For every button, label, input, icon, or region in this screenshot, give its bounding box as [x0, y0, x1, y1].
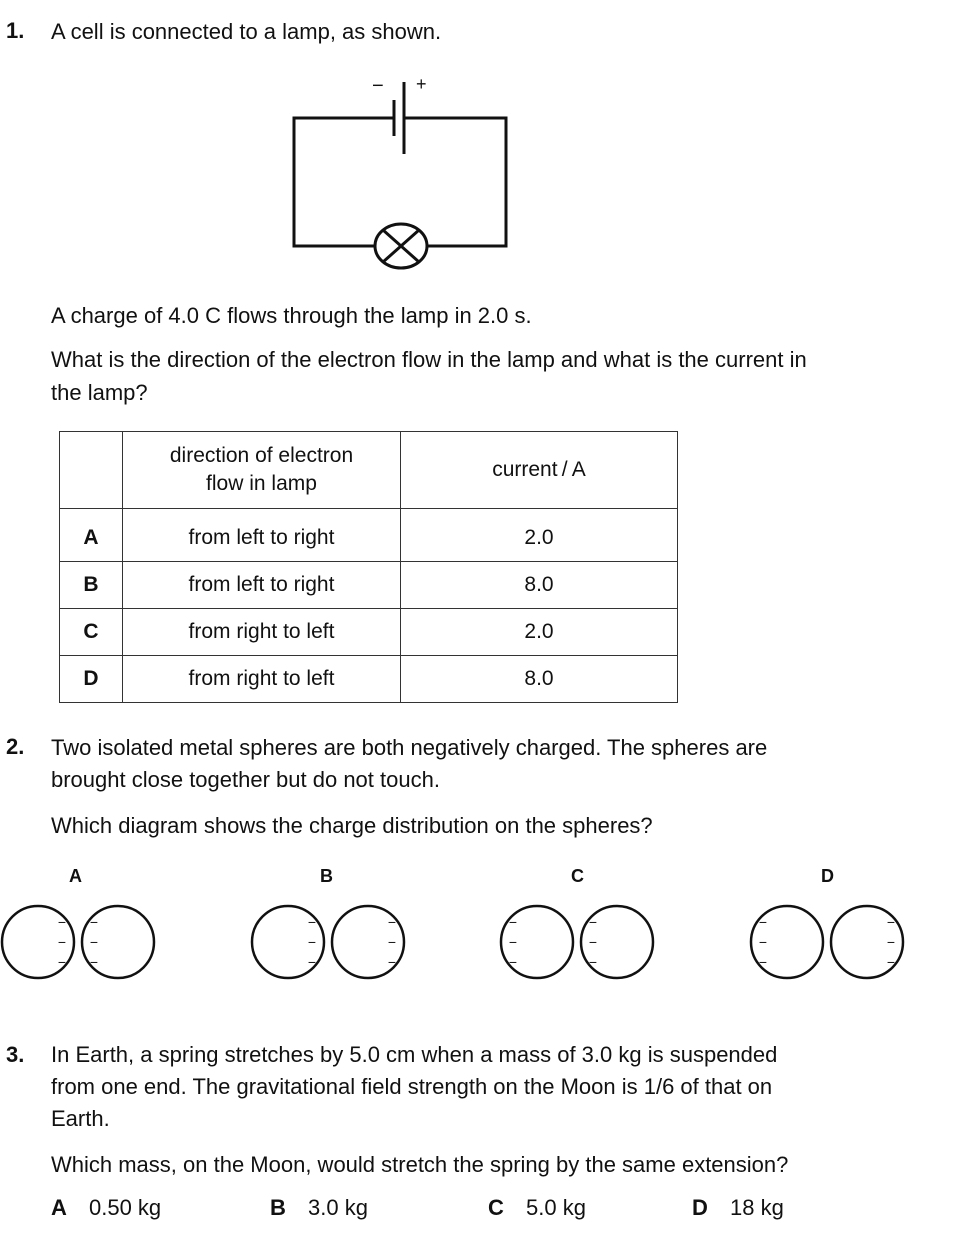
sphere-d-2: [829, 904, 905, 980]
negative-charge-sign: −: [759, 914, 767, 930]
option-a-label: A: [69, 866, 82, 886]
negative-charge-sign: −: [308, 914, 316, 930]
table-row: C from right to left 2.0: [59, 608, 678, 656]
option-current: 8.0: [400, 655, 678, 703]
cell-minus-label: −: [372, 75, 384, 97]
question-2-number: 2.: [6, 734, 25, 759]
question-1-line1: What is the direction of the electron fl…: [51, 347, 807, 372]
option-c-label: C: [571, 866, 584, 886]
answer-option-a[interactable]: A 0.50 kg: [51, 1195, 161, 1221]
question-3-line1: In Earth, a spring stretches by 5.0 cm w…: [51, 1042, 778, 1067]
question-1-given: A charge of 4.0 C flows through the lamp…: [51, 303, 532, 328]
negative-charge-sign: −: [759, 954, 767, 970]
circuit-wire-left: [292, 116, 394, 248]
negative-charge-sign: −: [308, 954, 316, 970]
sphere-a-1: [0, 904, 76, 980]
option-direction: from left to right: [122, 508, 401, 562]
negative-charge-sign: −: [58, 914, 66, 930]
option-current: 2.0: [400, 508, 678, 562]
answer-table-header: direction of electron flow in lamp curre…: [59, 431, 678, 509]
question-1-stem: A cell is connected to a lamp, as shown.: [51, 19, 442, 44]
option-letter: D: [59, 655, 123, 703]
option-current: 8.0: [400, 561, 678, 609]
answer-letter: B: [270, 1195, 286, 1220]
question-2-question: Which diagram shows the charge distribut…: [51, 813, 653, 838]
option-direction: from left to right: [122, 561, 401, 609]
answer-table: direction of electron flow in lamp curre…: [59, 431, 678, 703]
negative-charge-sign: −: [90, 954, 98, 970]
negative-charge-sign: −: [90, 914, 98, 930]
question-2-line1: Two isolated metal spheres are both nega…: [51, 735, 768, 760]
negative-charge-sign: −: [509, 954, 517, 970]
negative-charge-sign: −: [388, 934, 396, 950]
question-3-line3: Earth.: [51, 1106, 110, 1131]
negative-charge-sign: −: [388, 914, 396, 930]
option-b-label: B: [320, 866, 333, 886]
circuit-diagram: − +: [292, 74, 508, 270]
header-direction-line2: flow in lamp: [206, 472, 317, 495]
table-row: B from left to right 8.0: [59, 561, 678, 609]
question-3-line2: from one end. The gravitational field st…: [51, 1074, 773, 1099]
negative-charge-sign: −: [887, 954, 895, 970]
negative-charge-sign: −: [308, 934, 316, 950]
answer-letter: A: [51, 1195, 67, 1220]
negative-charge-sign: −: [90, 934, 98, 950]
answer-value: 0.50 kg: [89, 1195, 162, 1220]
question-3-number: 3.: [6, 1042, 25, 1067]
answer-letter: D: [692, 1195, 708, 1220]
sphere-d-1: [749, 904, 825, 980]
negative-charge-sign: −: [58, 934, 66, 950]
header-current: current / A: [400, 431, 678, 509]
negative-charge-sign: −: [509, 914, 517, 930]
sphere-b-1: [250, 904, 326, 980]
option-current: 2.0: [400, 608, 678, 656]
negative-charge-sign: −: [589, 954, 597, 970]
negative-charge-sign: −: [589, 934, 597, 950]
sphere-diagrams: − − − − − − − − − − − − − − − − − − − − − − − −: [0, 904, 905, 980]
option-letter: B: [59, 561, 123, 609]
option-d-label: D: [821, 866, 834, 886]
table-row: A from left to right 2.0: [59, 508, 678, 562]
negative-charge-sign: −: [58, 954, 66, 970]
question-1-line2: the lamp?: [51, 380, 148, 405]
negative-charge-sign: −: [887, 934, 895, 950]
header-direction: direction of electron flow in lamp: [122, 431, 401, 509]
negative-charge-sign: −: [887, 914, 895, 930]
negative-charge-sign: −: [509, 934, 517, 950]
header-empty-cell: [59, 431, 123, 509]
answer-value: 3.0 kg: [308, 1195, 368, 1220]
question-1-number: 1.: [6, 18, 25, 43]
header-direction-line1: direction of electron: [169, 444, 354, 467]
cell-plus-label: +: [416, 74, 427, 94]
answer-letter: C: [488, 1195, 504, 1220]
table-row: D from right to left 8.0: [59, 655, 678, 703]
answer-value: 5.0 kg: [526, 1195, 586, 1220]
question-3-question: Which mass, on the Moon, would stretch t…: [51, 1152, 789, 1177]
question-2-line2: brought close together but do not touch.: [51, 767, 440, 792]
sphere-b-2: [330, 904, 406, 980]
option-letter: C: [59, 608, 123, 656]
sphere-c-1: [499, 904, 575, 980]
negative-charge-sign: −: [589, 914, 597, 930]
answer-option-b[interactable]: B 3.0 kg: [270, 1195, 368, 1221]
lamp-symbol: [373, 222, 429, 270]
sphere-c-2: [579, 904, 655, 980]
answer-option-c[interactable]: C 5.0 kg: [488, 1195, 586, 1221]
negative-charge-sign: −: [388, 954, 396, 970]
option-direction: from right to left: [122, 608, 401, 656]
answer-option-d[interactable]: D 18 kg: [692, 1195, 784, 1221]
circuit-wire-right: [404, 116, 508, 248]
answer-value: 18 kg: [730, 1195, 784, 1220]
option-letter: A: [59, 508, 123, 562]
option-direction: from right to left: [122, 655, 401, 703]
negative-charge-sign: −: [759, 934, 767, 950]
sphere-a-2: [80, 904, 156, 980]
